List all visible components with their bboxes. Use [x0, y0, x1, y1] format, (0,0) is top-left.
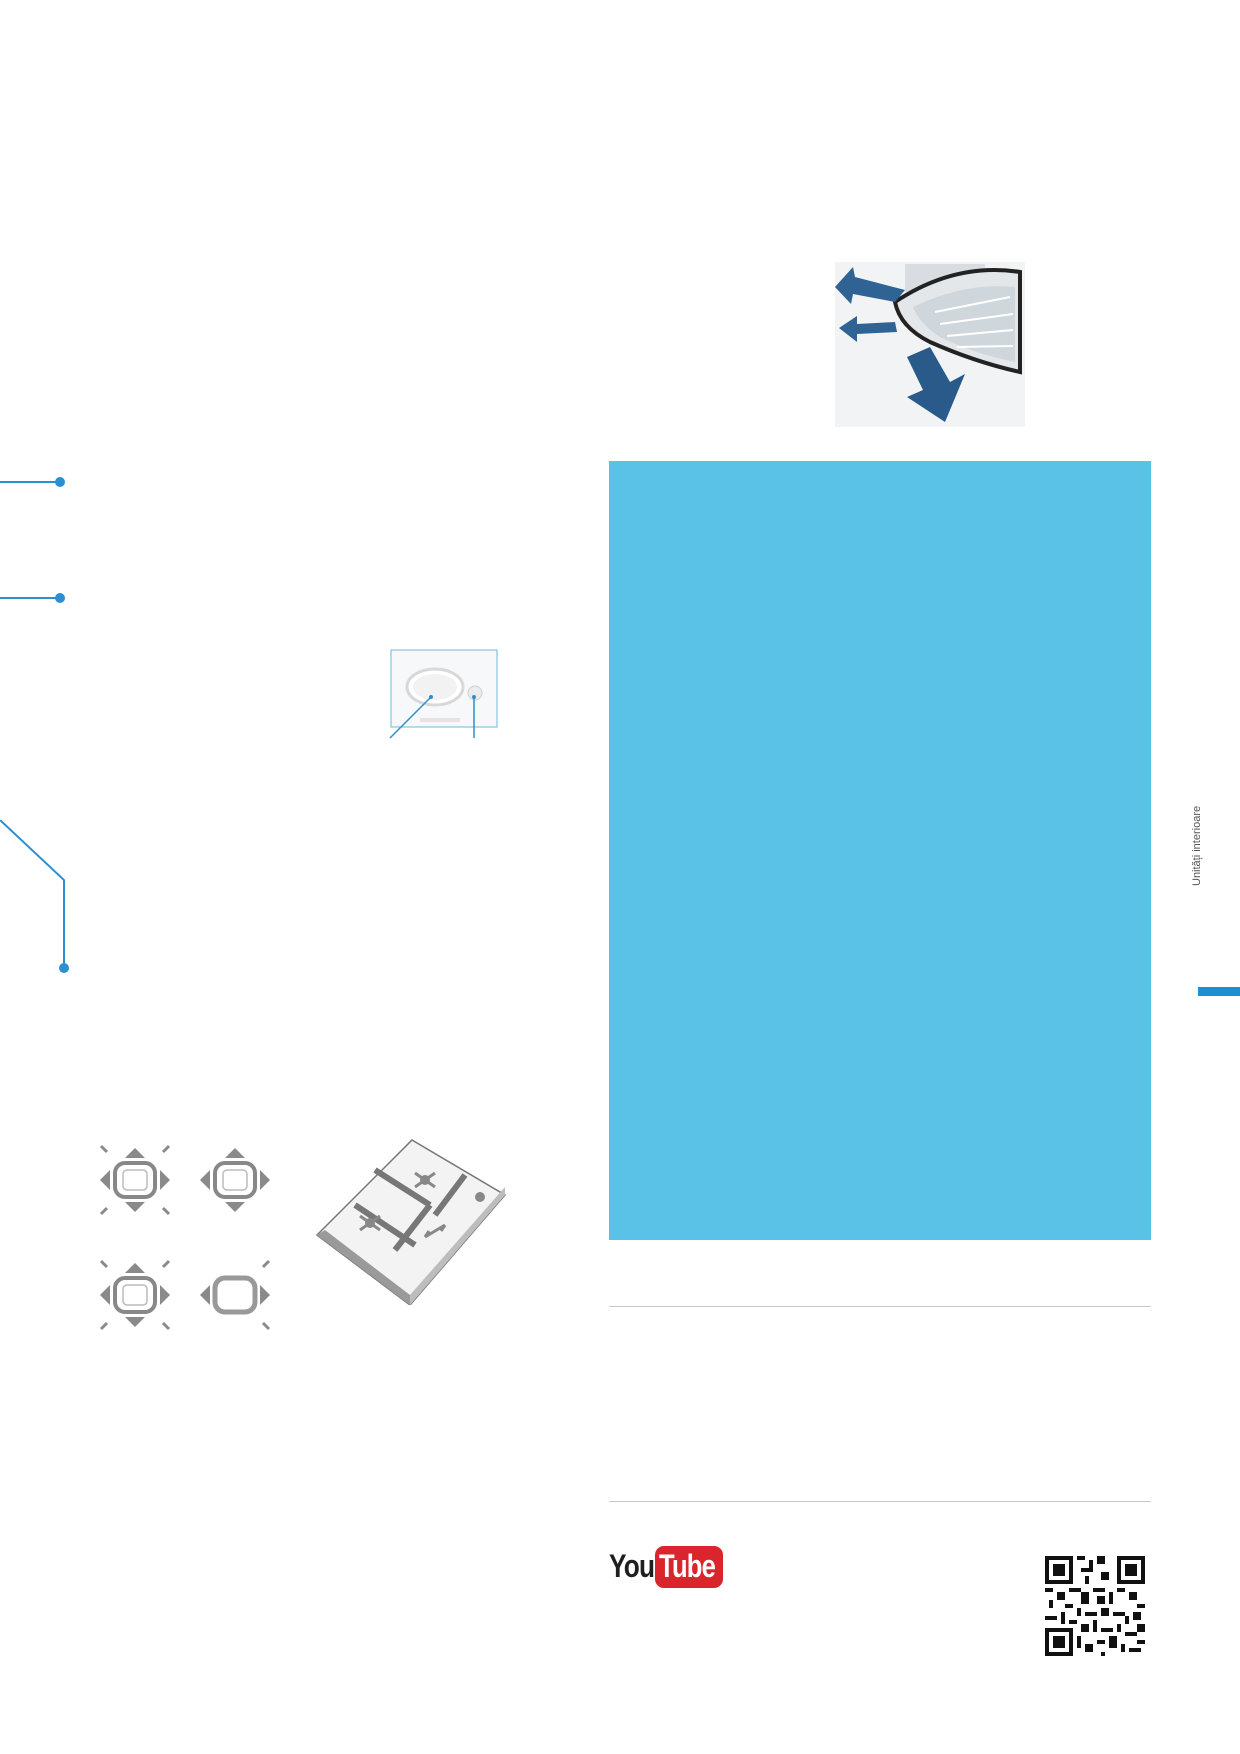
- qr-code[interactable]: [1045, 1556, 1145, 1656]
- callout-dot-2: [55, 593, 65, 603]
- callout-line-1: [0, 481, 60, 483]
- callout-dot-1: [55, 477, 65, 487]
- feature-panel: [609, 461, 1151, 1240]
- divider-bottom: [609, 1501, 1151, 1502]
- section-tab-marker: [1198, 987, 1240, 996]
- youtube-logo-box: [655, 1546, 723, 1588]
- divider-top: [609, 1306, 1151, 1307]
- youtube-logo[interactable]: You Tube: [609, 1546, 723, 1591]
- airflow-pattern-icon: [99, 1144, 271, 1331]
- callout-line-2: [0, 597, 60, 599]
- callout-line-3: [0, 820, 69, 973]
- sensor-illustration: [389, 649, 498, 739]
- youtube-logo-tube: Tube: [659, 1548, 716, 1584]
- room-layout-illustration: [315, 1139, 507, 1305]
- cassette-airflow-illustration: [835, 262, 1025, 427]
- youtube-logo-you: You: [609, 1548, 655, 1584]
- section-tab-label: Unități interioare: [1191, 805, 1203, 886]
